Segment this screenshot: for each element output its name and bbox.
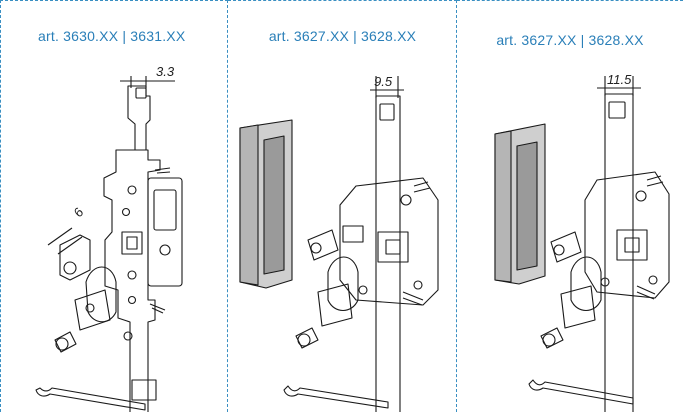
dimension-label: 3.3 (156, 64, 175, 79)
panel-border-top (0, 0, 228, 1)
rail (604, 93, 634, 412)
panel-border-right (227, 0, 228, 412)
hinge-drawing-1: 3.3 6 (35, 64, 183, 412)
hex-key (283, 385, 389, 409)
screw (154, 167, 171, 174)
spindle-square (616, 229, 648, 261)
hex-key (528, 379, 634, 405)
housing (584, 171, 670, 299)
housing (339, 177, 439, 306)
hinge-drawing-2: 9.5 (239, 74, 439, 412)
panel-3: art. 3627.XX | 3628.XX (457, 0, 683, 412)
panel-border-right (456, 0, 457, 412)
top-rail (127, 85, 151, 151)
hex-key (35, 387, 146, 411)
clip (342, 225, 364, 243)
dimension-label: 9.5 (374, 74, 393, 89)
main-body (103, 149, 161, 412)
spindle-square (377, 231, 409, 263)
keeper-top (59, 234, 91, 281)
panel-border-top (228, 0, 457, 1)
panel-1: art. 3630.XX | 3631.XX (0, 0, 228, 412)
screw (646, 175, 664, 187)
housing-block (147, 177, 183, 287)
panel-caption: art. 3627.XX | 3628.XX (268, 28, 417, 44)
cam-roller (327, 256, 359, 312)
keeper-bottom (74, 289, 111, 331)
panel-caption: art. 3627.XX | 3628.XX (496, 32, 644, 48)
dimension-label-side: 6 (70, 205, 87, 220)
spindle-square (121, 231, 143, 255)
dim-line-side (47, 227, 73, 246)
hinge-drawing-3: 11.5 (494, 72, 670, 412)
screw (149, 303, 166, 314)
dimension-label: 11.5 (607, 72, 632, 87)
cam-roller (85, 266, 117, 323)
panel-2: art. 3627.XX | 3628.XX (228, 0, 457, 412)
panel-caption: art. 3630.XX | 3631.XX (38, 28, 186, 44)
screw (413, 181, 431, 193)
panel-border-left (0, 0, 1, 412)
rail (375, 95, 401, 412)
panel-border-top (457, 0, 683, 1)
cam-roller (570, 256, 602, 312)
